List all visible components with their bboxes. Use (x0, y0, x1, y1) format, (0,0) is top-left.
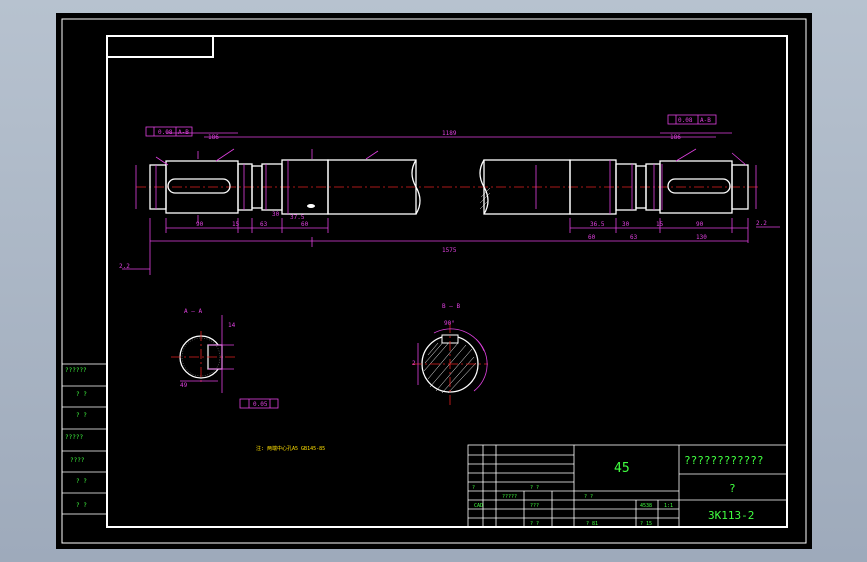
title-part-name: ? (729, 482, 736, 495)
dim-r-seg-2: 30 (622, 221, 630, 228)
title-company: ???????????? (684, 454, 763, 467)
title-q-cell: ??? (530, 503, 539, 509)
dim-l-seg-2: 63 (260, 221, 268, 228)
dim-r-seg-1: 60 (588, 234, 596, 241)
section-a-diameter: 49 (180, 382, 188, 389)
dim-right-chamfer: 2.2 (756, 220, 767, 227)
inner-frame (106, 35, 788, 528)
dim-l-seg-1: 15 (232, 221, 240, 228)
title-sheet-b: ? 15 (640, 521, 652, 527)
title-q-cell: ? ? (584, 494, 593, 500)
keyway-right (667, 178, 731, 194)
left-revision-table: ?????? ? ? ? ? ????? ???? ? ? ? ? (61, 363, 108, 515)
left-table-cell: ???? (70, 457, 85, 464)
title-scale: 1:1 (664, 503, 673, 509)
left-table-cell: ? ? (76, 391, 87, 398)
tol-left-datum: A-B (178, 129, 189, 136)
dim-left-chamfer: 2.2 (119, 263, 130, 270)
section-a-a: A — A 49 14 0.05 (171, 308, 279, 409)
section-b-b: B — B 90° 2 (412, 303, 488, 405)
dim-r-seg-3: 63 (630, 234, 638, 241)
dimension-text: 1189 1575 186 186 2.2 2.2 90 15 63 30 60… (119, 117, 767, 270)
left-table-cell: ? ? (76, 412, 87, 419)
title-block: 45 ???????????? ? 3K113-2 CAD 4538 1:1 ?… (467, 444, 788, 528)
dim-l-seg-4: 60 (301, 221, 309, 228)
left-table-cell: ?????? (65, 367, 87, 374)
dim-left-offset: 186 (208, 134, 219, 141)
title-q-cell: ? ? (530, 485, 539, 491)
title-weight: 4538 (640, 503, 652, 509)
tol-left-value: 0.08 (158, 129, 173, 136)
dim-l-seg-0: 90 (196, 221, 204, 228)
drawing-note: 注: 两端中心孔A5 GB145-85 (256, 445, 325, 452)
title-cad: CAD (474, 503, 483, 509)
left-table-cell: ? ? (76, 502, 87, 509)
section-b-label: B — B (442, 303, 460, 310)
dim-r-seg-4: 15 (656, 221, 664, 228)
cad-viewport[interactable]: 1189 1575 186 186 2.2 2.2 90 15 63 30 60… (56, 13, 812, 549)
section-a-tol: 0.05 (253, 401, 268, 408)
dim-r-seg-5: 90 (696, 221, 704, 228)
shaft-main-view (136, 159, 761, 215)
dim-r-seg-0: 36.5 (590, 221, 605, 228)
title-q-cell: ????? (502, 494, 517, 500)
left-table-cell: ????? (65, 434, 83, 441)
outer-frame (61, 18, 807, 544)
title-q-cell: ? (472, 485, 475, 491)
section-a-label: A — A (184, 308, 202, 315)
dim-total-length: 1575 (442, 247, 457, 254)
section-b-depth: 2 (412, 360, 416, 367)
tol-right-value: 0.08 (678, 117, 693, 124)
dim-l-seg-3: 30 (272, 211, 280, 218)
title-q-cell: ? ? (530, 521, 539, 527)
drawing-canvas: 1189 1575 186 186 2.2 2.2 90 15 63 30 60… (61, 18, 807, 544)
keyway-left (167, 178, 231, 194)
dim-l-seg-37: 37.5 (290, 214, 305, 221)
tol-right-datum: A-B (700, 117, 711, 124)
dim-right-offset: 186 (670, 134, 681, 141)
left-table-cell: ? ? (76, 478, 87, 485)
dimension-lines (122, 114, 780, 275)
dim-r-seg-6: 130 (696, 234, 707, 241)
title-drawing-number: 3K113-2 (708, 509, 754, 522)
tag-box (106, 35, 214, 58)
title-sheet-a: ? 81 (586, 521, 598, 527)
dim-center-span: 1189 (442, 130, 457, 137)
section-a-width: 14 (228, 322, 236, 329)
title-material: 45 (614, 461, 630, 476)
section-b-angle: 90° (444, 320, 455, 327)
